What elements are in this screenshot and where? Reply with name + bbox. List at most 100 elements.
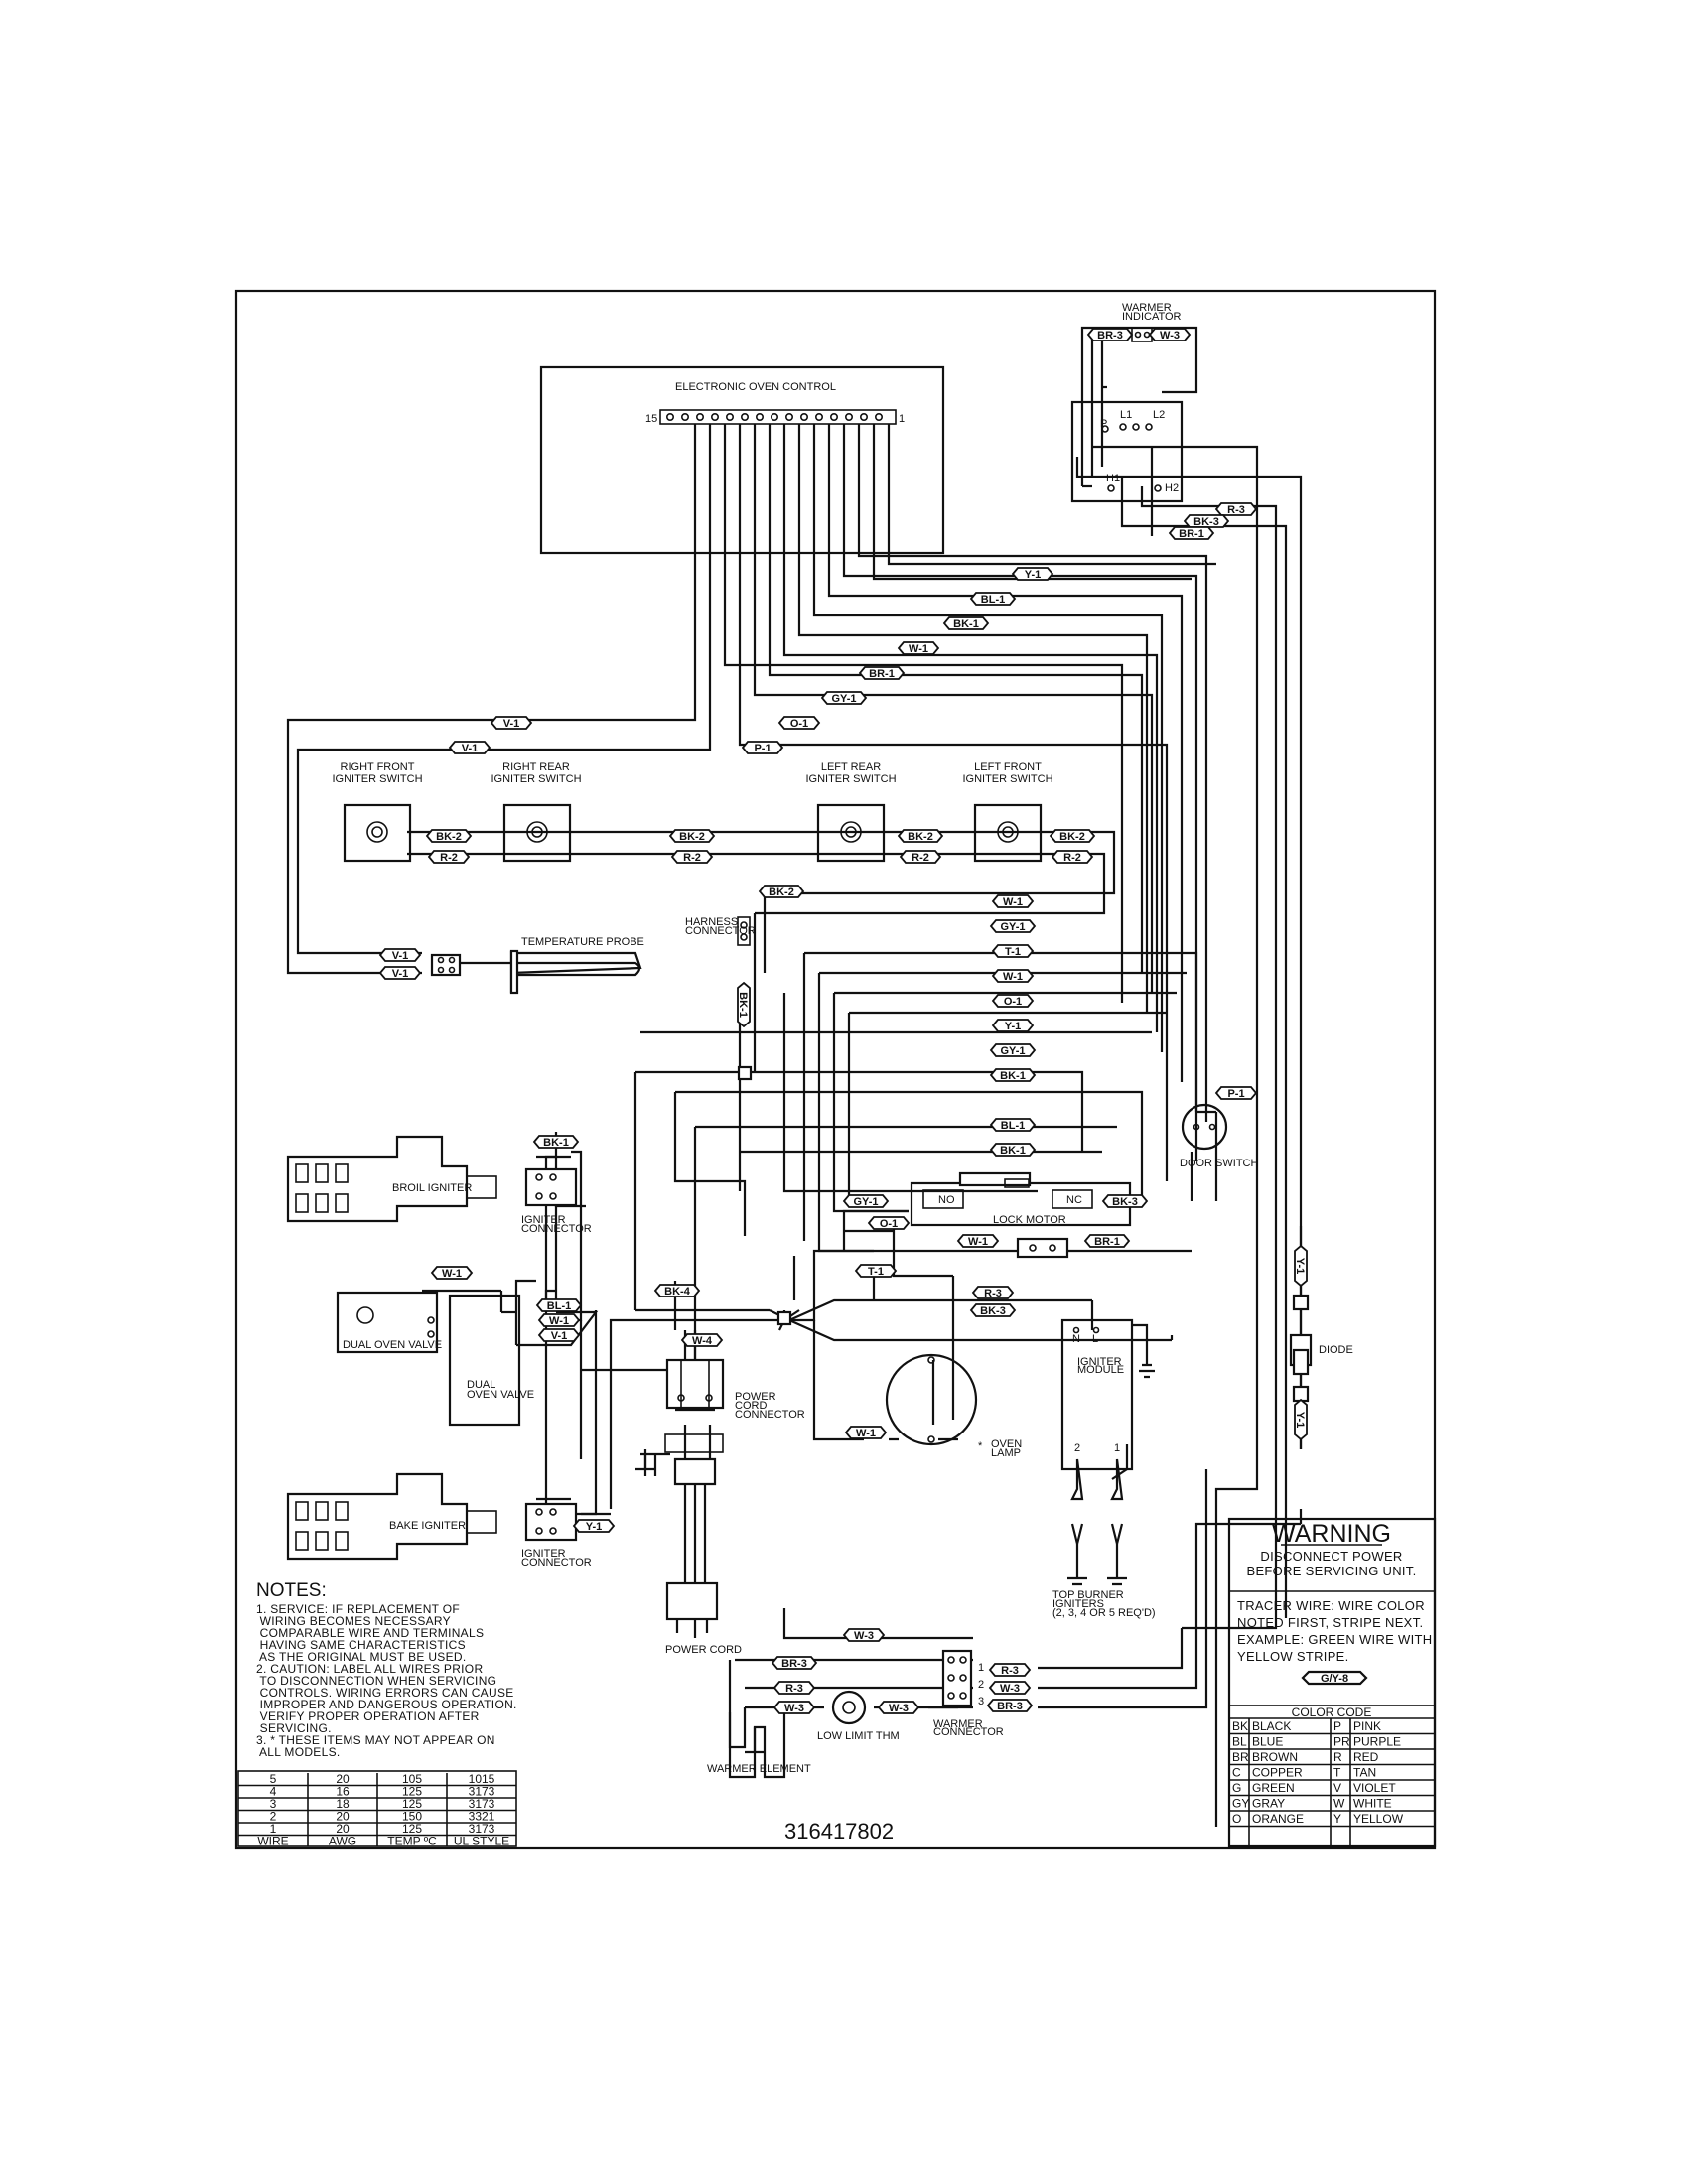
color-code-cell: ORANGE	[1252, 1812, 1304, 1826]
svg-text:BK-3: BK-3	[1193, 516, 1219, 528]
color-code-cell: W	[1333, 1797, 1345, 1811]
ground-symbol	[635, 1449, 655, 1471]
wire-tag-v1-left2: V-1	[448, 741, 491, 754]
svg-text:BL-1: BL-1	[1001, 1120, 1025, 1132]
svg-text:BK-1: BK-1	[953, 618, 979, 630]
wire-tag-br3-warmer: BR-3	[771, 1656, 818, 1670]
svg-text:BR-1: BR-1	[1179, 528, 1204, 540]
wire-tag-bk2-e: BK-2	[758, 885, 805, 898]
wire-tag-br3-wc: BR-3	[986, 1699, 1034, 1712]
oven-control-title: ELECTRONIC OVEN CONTROL	[675, 381, 836, 393]
wire-table-cell: 4	[270, 1785, 277, 1799]
bake-igniter-label: BAKE IGNITER	[389, 1520, 466, 1532]
svg-text:BR-1: BR-1	[1094, 1236, 1120, 1248]
control-terminal	[770, 412, 778, 421]
wire-tag-w1-lock: W-1	[956, 1234, 1000, 1248]
wire-tag-w1-a: W-1	[897, 641, 940, 655]
svg-text:Y-1: Y-1	[586, 1521, 603, 1533]
svg-text:W-1: W-1	[856, 1428, 876, 1439]
control-terminal	[814, 412, 823, 421]
wire-tag-w3-warmer: W-3	[842, 1628, 886, 1642]
wire-tag-bl1-b: BL-1	[989, 1118, 1037, 1132]
power-cord-label: POWER CORD	[665, 1644, 742, 1656]
wire-tag-r3-wc: R-3	[988, 1663, 1032, 1677]
svg-text:W-1: W-1	[1003, 971, 1023, 983]
lock-motor: NO NC LOCK MOTOR	[910, 1171, 1132, 1259]
wire-tag-w1-b: W-1	[991, 894, 1035, 908]
wire-tag-bk1-c: BK-1	[989, 1143, 1037, 1157]
control-terminal	[710, 412, 719, 421]
svg-text:L2: L2	[1153, 409, 1165, 421]
svg-text:BK-2: BK-2	[436, 831, 462, 843]
color-code-cell: BROWN	[1252, 1750, 1298, 1764]
svg-text:GY-1: GY-1	[1000, 921, 1025, 933]
svg-text:O-1: O-1	[790, 718, 808, 730]
wire-tag-y1-bake: Y-1	[572, 1519, 616, 1533]
svg-text:W-1: W-1	[909, 643, 928, 655]
wire-tag-br1: BR-1	[1168, 526, 1215, 540]
svg-text:BK-2: BK-2	[769, 887, 794, 898]
wire-tag-bk3-lock: BK-3	[1101, 1194, 1149, 1208]
svg-text:1: 1	[978, 1662, 984, 1674]
svg-text:BK-2: BK-2	[1059, 831, 1085, 843]
svg-text:W-1: W-1	[442, 1268, 462, 1280]
wire-table-header: WIRE	[257, 1835, 288, 1848]
wire-tag-o1-lock: O-1	[867, 1216, 911, 1230]
wire-tag-r2-d: R-2	[1051, 850, 1094, 864]
wire-tag-w4: W-4	[680, 1333, 724, 1347]
wire-table-cell: 3	[270, 1797, 277, 1811]
svg-text:BR-3: BR-3	[997, 1701, 1023, 1712]
wire-table-cell: 20	[336, 1772, 350, 1786]
wire-tag-bl1-a: BL-1	[969, 592, 1017, 606]
wire-tag-p1-door: P-1	[1214, 1086, 1258, 1100]
color-code-cell: GY	[1232, 1797, 1249, 1811]
diagram-frame	[234, 289, 1437, 1850]
color-code-cell: BLUE	[1252, 1735, 1283, 1749]
svg-text:Y-1: Y-1	[1294, 1412, 1306, 1429]
temperature-probe: TEMPERATURE PROBE	[430, 936, 644, 995]
wire-tag-r3-warmer: R-3	[772, 1681, 816, 1695]
svg-text:R-3: R-3	[1227, 504, 1245, 516]
svg-text:Y-1: Y-1	[1294, 1258, 1306, 1275]
notes-title: NOTES:	[256, 1580, 327, 1601]
svg-text:R-2: R-2	[683, 852, 701, 864]
wire-tag-bk4: BK-4	[653, 1284, 701, 1297]
svg-text:2: 2	[978, 1679, 984, 1691]
svg-text:P-1: P-1	[754, 743, 771, 754]
svg-text:W-1: W-1	[1003, 896, 1023, 908]
svg-text:BK-1: BK-1	[737, 992, 749, 1018]
wire-table-cell: 20	[336, 1810, 350, 1824]
svg-text:N: N	[1072, 1333, 1080, 1345]
svg-text:T-1: T-1	[868, 1266, 884, 1278]
wire-tag-gy1-c: GY-1	[989, 1043, 1037, 1057]
svg-text:1: 1	[1114, 1442, 1120, 1454]
wire-tag-v1-probe-b: V-1	[378, 966, 422, 980]
svg-text:W-4: W-4	[692, 1335, 713, 1347]
lock-motor-label: LOCK MOTOR	[993, 1214, 1066, 1226]
note-1: 1. SERVICE: IF REPLACEMENT OF WIRING BEC…	[256, 1602, 484, 1664]
svg-text:Y-1: Y-1	[1005, 1021, 1022, 1032]
svg-text:BK-3: BK-3	[980, 1305, 1006, 1317]
broil-igniter-label: BROIL IGNITER	[392, 1182, 472, 1194]
wire-tag-w3-wc: W-3	[988, 1681, 1032, 1695]
svg-text:P: P	[1100, 418, 1107, 430]
svg-text:Y-1: Y-1	[1025, 569, 1042, 581]
svg-text:G/Y-8: G/Y-8	[1321, 1673, 1348, 1685]
color-code-cell: PURPLE	[1353, 1735, 1401, 1749]
control-terminal	[695, 412, 704, 421]
svg-text:BK-4: BK-4	[664, 1286, 691, 1297]
wire-tag-o1-b: O-1	[991, 994, 1035, 1008]
wire-tag-bk2-d: BK-2	[1049, 829, 1096, 843]
wire-table-cell: 1015	[469, 1772, 495, 1786]
control-terminal	[784, 412, 793, 421]
